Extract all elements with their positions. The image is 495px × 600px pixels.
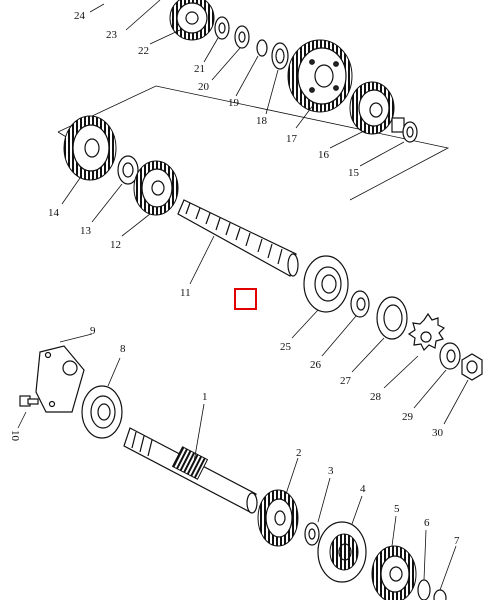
label-2: 2 <box>296 447 302 459</box>
label-21: 21 <box>194 63 205 75</box>
bearing-25 <box>303 255 349 313</box>
label-28: 28 <box>370 391 382 403</box>
gear-2 <box>257 489 299 547</box>
label-19: 19 <box>228 97 240 109</box>
shaft-1 <box>123 427 258 514</box>
nut-30 <box>461 353 483 381</box>
washer-29 <box>439 342 461 370</box>
plate-9 <box>35 345 85 413</box>
label-10: 10 <box>9 430 21 442</box>
washer-3 <box>304 522 320 546</box>
label-11: 11 <box>180 287 191 299</box>
label-13: 13 <box>80 225 92 237</box>
collar-21 <box>214 16 230 40</box>
washer-18 <box>271 42 289 70</box>
label-24: 24 <box>74 10 86 22</box>
gear-16 <box>349 81 395 135</box>
group-frame <box>57 85 450 201</box>
gear-14 <box>63 115 117 181</box>
clip-19 <box>256 39 268 57</box>
label-12: 12 <box>110 239 121 251</box>
label-7: 7 <box>454 535 460 547</box>
label-5: 5 <box>394 503 400 515</box>
highlight-marker[interactable] <box>234 288 257 310</box>
bearing-13 <box>117 155 139 185</box>
washer-6 <box>417 579 431 600</box>
label-27: 27 <box>340 375 352 387</box>
label-14: 14 <box>48 207 60 219</box>
label-29: 29 <box>402 411 414 423</box>
collar-26 <box>350 290 370 318</box>
gear-17 <box>287 39 353 113</box>
label-6: 6 <box>424 517 430 529</box>
bolt-10 <box>19 395 39 407</box>
label-17: 17 <box>286 133 298 145</box>
label-16: 16 <box>318 149 330 161</box>
clip-7 <box>433 589 447 600</box>
label-26: 26 <box>310 359 322 371</box>
label-20: 20 <box>198 81 210 93</box>
label-18: 18 <box>256 115 268 127</box>
shaft-11 <box>177 199 299 277</box>
bushing-15-group <box>391 117 418 143</box>
gear-12 <box>133 160 179 216</box>
label-22: 22 <box>138 45 149 57</box>
label-4: 4 <box>360 483 366 495</box>
label-8: 8 <box>120 343 126 355</box>
label-25: 25 <box>280 341 292 353</box>
label-30: 30 <box>432 427 444 439</box>
label-1: 1 <box>202 391 208 403</box>
label-3: 3 <box>328 465 334 477</box>
gear-5 <box>371 545 417 600</box>
leader-lines <box>17 0 469 591</box>
seal-27 <box>376 296 408 340</box>
label-9: 9 <box>90 325 96 337</box>
label-23: 23 <box>106 29 118 41</box>
bearing-8 <box>81 385 123 439</box>
gear-4 <box>317 521 367 583</box>
label-15: 15 <box>348 167 360 179</box>
gear-22 <box>169 0 215 41</box>
sprocket-28 <box>407 312 446 352</box>
washer-20 <box>234 25 250 49</box>
